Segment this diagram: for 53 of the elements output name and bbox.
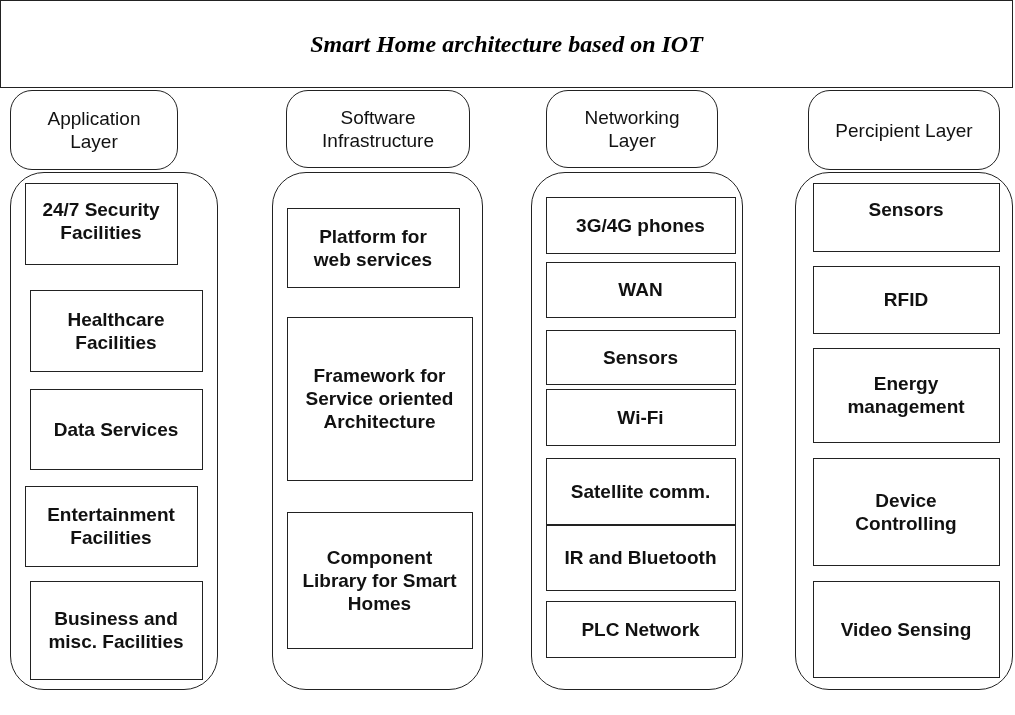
layer-panel [531,172,743,690]
component-label: Data Services [53,417,179,441]
component-label: IR and Bluetooth [564,546,717,569]
component-box [545,388,736,446]
layer-title: Networking Layer [583,106,681,152]
component-box [24,485,198,567]
component-label: Healthcare Facilities [66,307,166,354]
component-label: Sensors [603,345,678,369]
layer-title: Software Infrastructure [321,106,435,152]
layer-header [286,90,470,168]
layer-header [10,90,178,170]
layer-panel [10,172,218,690]
component-box [812,347,1000,443]
component-box [812,580,1000,678]
component-label: Component Library for Smart Homes [301,545,458,615]
component-label: Platform for web services [312,224,434,271]
component-box [545,329,736,385]
component-box [812,182,1000,252]
component-label: Device Controlling [854,488,958,535]
layer-title: Percipient Layer [835,118,973,142]
component-label: Satellite comm. [570,479,711,503]
component-label: Business and misc. Facilities [47,607,185,653]
layer-header [546,90,718,168]
component-box [286,511,473,649]
layer-header [808,90,1000,170]
component-box [812,265,1000,334]
component-label: 24/7 Security Facilities [41,197,161,244]
component-box [24,182,178,265]
component-label: Video Sensing [840,617,972,641]
layer-panel [795,172,1013,690]
component-label: Entertainment Facilities [46,503,176,549]
component-box [545,261,736,318]
component-label: Energy management [846,372,966,418]
component-box [286,316,473,481]
diagram-title: Smart Home architecture based on IOT [310,30,703,58]
component-box [545,600,736,658]
layer-title: Application Layer [46,107,142,153]
component-label: Wi-Fi [617,405,664,429]
component-label: RFID [883,288,929,311]
component-box [286,207,460,288]
component-label: 3G/4G phones [576,213,705,237]
component-box [29,388,203,470]
component-label: WAN [618,278,663,301]
component-box [545,524,736,591]
component-box [545,196,736,254]
component-box [545,457,736,525]
component-label: PLC Network [581,617,700,641]
component-box [29,289,203,372]
component-box [29,580,203,680]
component-box [812,457,1000,566]
layer-panel [272,172,483,690]
component-label: Sensors [868,197,944,221]
component-label: Framework for Service oriented Architecture [304,364,455,433]
